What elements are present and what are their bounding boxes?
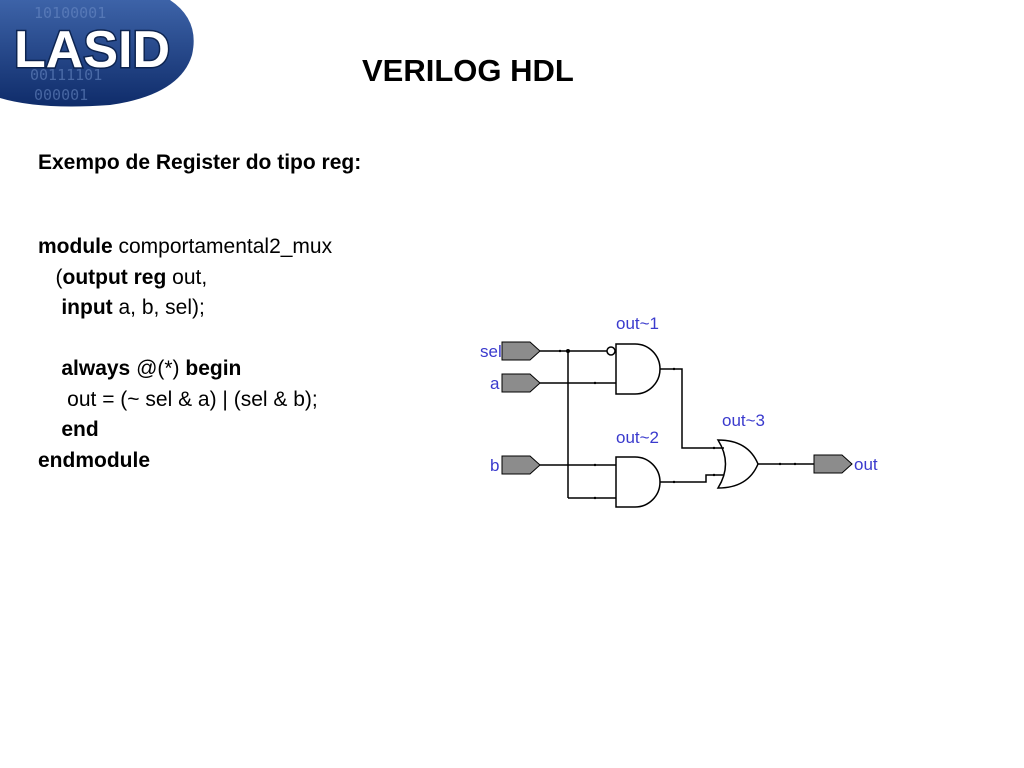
mux-schematic: sel a b out out~1 out~2 out~3 <box>480 314 878 508</box>
tick-dot <box>558 349 562 353</box>
code-text: out, <box>166 265 208 289</box>
code-line: always @(*) begin <box>38 354 332 385</box>
code-text: ( <box>38 265 63 289</box>
slide-title: VERILOG HDL <box>362 53 574 88</box>
input-port-b <box>501 455 541 475</box>
tick-dot <box>593 381 597 385</box>
tick-dot <box>712 446 716 450</box>
label-gate-out2: out~2 <box>616 428 659 447</box>
tick-dot <box>712 473 716 477</box>
code-text: @(*) <box>130 357 186 380</box>
label-out: out <box>854 455 878 474</box>
tick-dot <box>793 462 797 466</box>
code-line: input a, b, sel); <box>38 293 332 324</box>
output-port-out <box>813 454 853 474</box>
and-gate-2 <box>615 456 661 508</box>
code-text: comportamental2_mux <box>112 235 333 258</box>
logo-binary-row: 00111101 <box>30 66 102 84</box>
logo-text: LASID <box>14 21 170 79</box>
tick-dot <box>593 496 597 500</box>
code-line: (output reg out, <box>38 263 332 294</box>
verilog-code-block: module comportamental2_mux (output reg o… <box>38 232 332 476</box>
code-keyword: begin <box>185 357 242 380</box>
or-gate <box>716 439 759 489</box>
label-b: b <box>490 456 499 475</box>
label-gate-out3: out~3 <box>722 411 765 430</box>
code-keyword: always <box>61 357 131 380</box>
lasid-logo: 10100001 00111101 000001 LASID <box>0 0 194 107</box>
slide-subtitle: Exempo de Register do tipo reg: <box>38 151 362 174</box>
logo-binary-row: 10100001 <box>34 4 106 22</box>
junction-dot <box>566 349 570 353</box>
code-keyword: end <box>61 418 99 441</box>
code-keyword: output reg <box>62 265 167 289</box>
inverter-bubble <box>606 346 616 356</box>
code-text: out = (~ sel & a) | (sel & b); <box>38 387 318 411</box>
wire-out1 <box>660 368 724 449</box>
code-line: endmodule <box>38 446 332 477</box>
and-gate-1 <box>615 343 661 395</box>
code-text <box>38 296 61 319</box>
input-port-a <box>501 373 541 393</box>
tick-dot <box>672 367 676 371</box>
tick-dot <box>593 463 597 467</box>
code-text <box>38 357 61 380</box>
tick-dot <box>778 462 782 466</box>
label-sel: sel <box>480 342 502 361</box>
code-keyword: input <box>61 296 113 319</box>
code-blank-line <box>38 324 332 355</box>
code-line: module comportamental2_mux <box>38 232 332 263</box>
label-gate-out1: out~1 <box>616 314 659 333</box>
code-keyword: endmodule <box>38 448 151 472</box>
tick-dot <box>672 480 676 484</box>
code-text <box>38 418 61 441</box>
code-line: out = (~ sel & a) | (sel & b); <box>38 385 332 416</box>
code-keyword: module <box>38 235 113 258</box>
logo-binary-row: 000001 <box>34 86 88 104</box>
code-text: a, b, sel); <box>112 296 205 319</box>
label-a: a <box>490 374 500 393</box>
code-line: end <box>38 415 332 446</box>
input-port-sel <box>501 341 541 361</box>
